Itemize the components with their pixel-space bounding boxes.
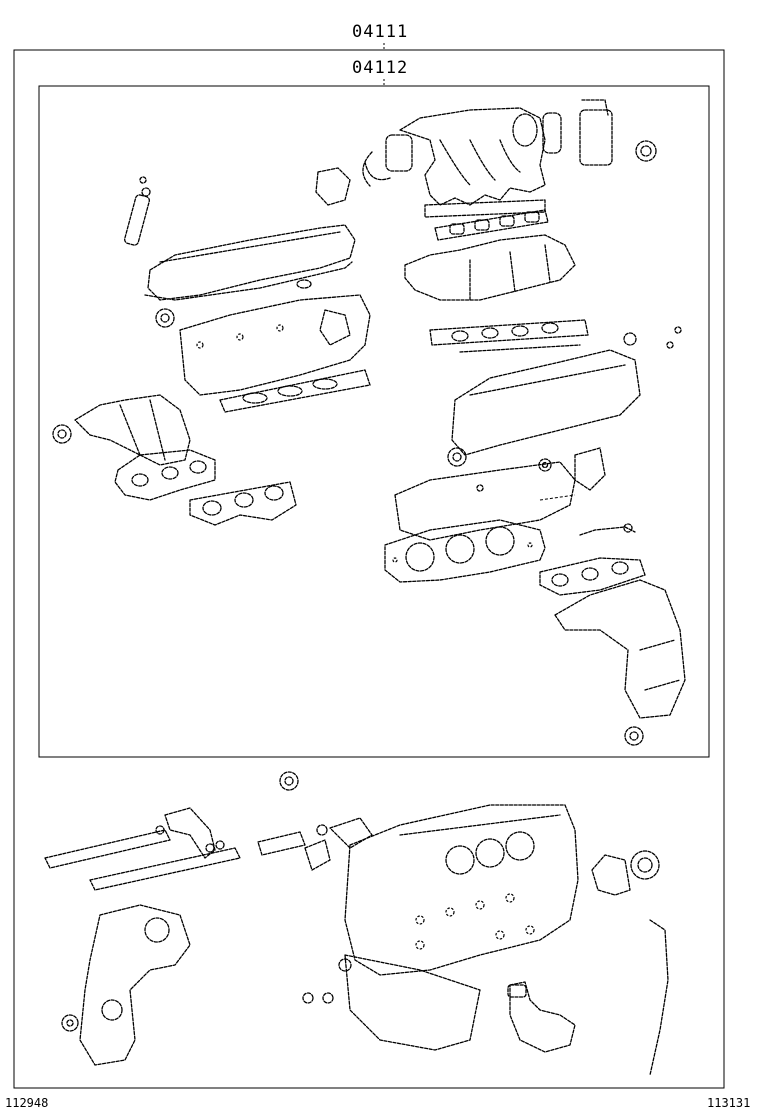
- intake-gasket: [434, 209, 549, 241]
- cylinder-head-right-icon: [394, 461, 576, 541]
- exhaust-gasket-left: [219, 369, 371, 413]
- valve-cover-right-icon: [447, 326, 682, 491]
- head-gasket-icon: [384, 519, 546, 583]
- exhaust-manifold-right-icon: [539, 523, 686, 746]
- intake-manifold-icon: [399, 107, 546, 218]
- timing-cover-icon: [61, 904, 191, 1066]
- fuel-injector-icon: [124, 176, 151, 246]
- oil-seal-icon: [591, 850, 660, 896]
- inner-kit-label: 04112: [352, 58, 409, 78]
- oil-strainer-icon: [507, 919, 669, 1076]
- throttle-body-icon: [257, 771, 373, 871]
- engine-block-icon: [302, 804, 579, 1051]
- exhaust-manifold-icon: [52, 394, 297, 526]
- valve-cover-icon: [144, 224, 356, 328]
- kit-frames: [13, 43, 725, 1089]
- lower-intake-icon: [404, 234, 576, 301]
- throttle-gaskets: [315, 99, 657, 206]
- footer-right-code: 113131: [707, 1096, 751, 1110]
- cylinder-head-icon: [179, 294, 371, 396]
- fuel-rail-icon: [44, 807, 241, 891]
- intake-gasket-lower: [429, 319, 589, 353]
- outer-kit-label: 04111: [352, 22, 409, 42]
- footer-left-code: 112948: [5, 1096, 49, 1110]
